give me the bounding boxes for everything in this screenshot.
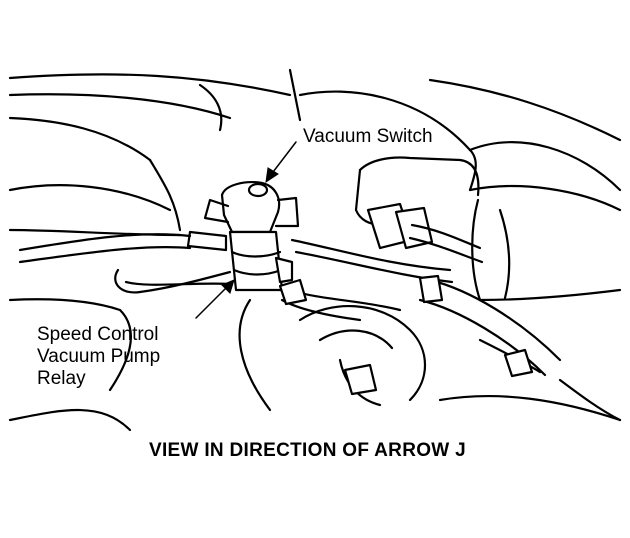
right-module (354, 148, 622, 302)
speed-control-label-line3: Relay (37, 368, 86, 389)
vacuum-hoses (18, 233, 454, 322)
leader-arrows (195, 141, 297, 319)
figure-caption: VIEW IN DIRECTION OF ARROW J (149, 440, 466, 461)
speed-control-label-line1: Speed Control (37, 324, 159, 345)
vacuum-switch-assembly (186, 181, 300, 292)
lower-engine-parts (298, 274, 622, 422)
hood-panel (8, 68, 622, 192)
vacuum-switch-label: Vacuum Switch (303, 126, 433, 147)
speed-control-label-line2: Vacuum Pump (37, 346, 161, 367)
